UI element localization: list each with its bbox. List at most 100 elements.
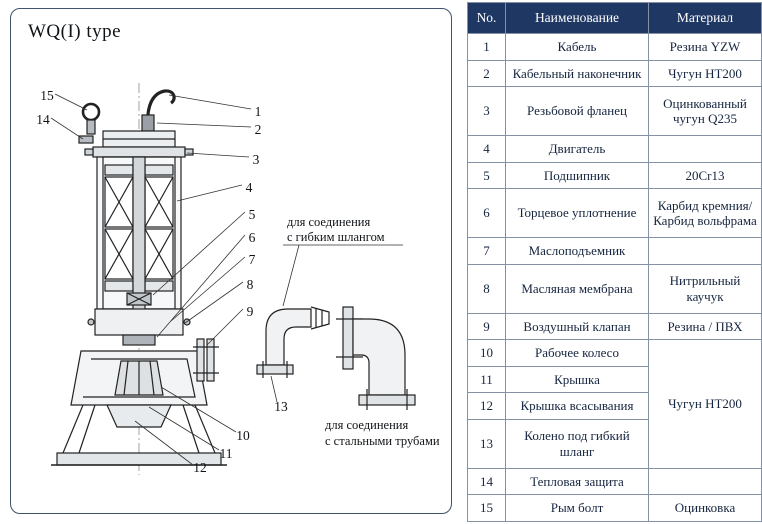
part-material: 20Cr13 <box>648 161 762 190</box>
table-row: 9 Воздушный клапан Резина / ПВХ <box>467 312 762 341</box>
table-row: 7 Маслоподъемник <box>467 237 762 265</box>
steel-note-line1: для соединения <box>325 418 408 432</box>
part-name: Подшипник <box>505 161 649 190</box>
part-name: Резьбовой фланец <box>505 86 649 137</box>
part-number: 15 <box>467 494 506 522</box>
callout-numbers: 15 14 1 2 3 4 5 6 7 8 9 10 11 12 13 <box>36 88 288 475</box>
header-material: Материал <box>648 2 762 34</box>
pump-technical-drawing: 15 14 1 2 3 4 5 6 7 8 9 10 11 12 13 для … <box>36 83 440 475</box>
mechanical-seal <box>122 334 156 346</box>
callout-4: 4 <box>246 180 253 195</box>
stator-windings <box>104 164 174 292</box>
part-name: Кабельный наконечник <box>505 59 649 88</box>
discharge-flange <box>193 338 219 382</box>
parts-table: No. Наименование Материал 1 Кабель Резин… <box>467 2 762 522</box>
callout-5: 5 <box>249 207 256 222</box>
eye-bolt-ring <box>81 102 101 122</box>
table-row: 11 Крышка <box>467 365 762 394</box>
callout-13: 13 <box>274 399 288 414</box>
part-material: Чугун HT200 <box>648 59 762 88</box>
table-row: 10 Рабочее колесо Чугун HT200 <box>467 339 762 469</box>
callout-14: 14 <box>36 112 50 127</box>
callout-3: 3 <box>253 152 260 167</box>
part-number: 9 <box>467 312 506 341</box>
part-name: Рым болт <box>505 494 649 522</box>
part-number: 11 <box>467 365 506 394</box>
table-row: 4 Двигатель <box>467 135 762 163</box>
part-number: 6 <box>467 188 506 239</box>
thermal-protector <box>78 135 94 144</box>
cable-gland <box>141 114 155 132</box>
part-name: Колено под гибкий шланг <box>505 418 649 469</box>
part-number: 3 <box>467 86 506 137</box>
threaded-flange <box>92 146 186 158</box>
steel-note-line2: с стальными трубами <box>325 434 440 448</box>
diagram-title: WQ(I) type <box>28 21 122 42</box>
part-name: Двигатель <box>505 135 649 163</box>
part-number: 7 <box>467 237 506 265</box>
part-material <box>648 467 762 496</box>
part-material <box>648 135 762 163</box>
hose-elbow <box>256 306 330 378</box>
pump-assembly <box>51 83 227 475</box>
table-row: 2 Кабельный наконечник Чугун HT200 <box>467 59 762 88</box>
part-material: Карбид кремния/ Карбид вольфрама <box>648 188 762 239</box>
callout-leaders <box>50 93 278 466</box>
table-row: 15 Рым болт Оцинковка <box>467 494 762 522</box>
callout-11: 11 <box>220 446 233 461</box>
callout-2: 2 <box>255 122 262 137</box>
part-number: 2 <box>467 59 506 88</box>
table-row: 14 Тепловая защита <box>467 467 762 496</box>
part-number: 4 <box>467 135 506 163</box>
callout-8: 8 <box>247 277 254 292</box>
table-row: 13 Колено под гибкий шланг <box>467 418 762 469</box>
part-number: 14 <box>467 467 506 496</box>
part-name: Крышка <box>505 365 649 394</box>
table-row: 12 Крышка всасывания <box>467 392 762 420</box>
pump-diagram-panel: WQ(I) type <box>10 8 452 514</box>
part-number: 12 <box>467 392 506 420</box>
part-name: Тепловая защита <box>505 467 649 496</box>
annotations: для соединения с гибким шлангом для соед… <box>282 215 440 448</box>
part-number: 5 <box>467 161 506 190</box>
part-number: 1 <box>467 33 506 61</box>
hose-note-line2: с гибким шлангом <box>287 230 385 244</box>
part-number: 8 <box>467 263 506 314</box>
table-row: 1 Кабель Резина YZW <box>467 33 762 61</box>
part-name: Масляная мембрана <box>505 263 649 314</box>
hose-note-line1: для соединения <box>287 215 370 229</box>
impeller <box>114 360 164 396</box>
part-name: Воздушный клапан <box>505 312 649 341</box>
callout-10: 10 <box>236 428 250 443</box>
table-row: 8 Масляная мембрана Нитрильный каучук <box>467 263 762 314</box>
callout-12: 12 <box>193 460 207 475</box>
table-row: 5 Подшипник 20Cr13 <box>467 161 762 190</box>
part-number: 10 <box>467 339 506 367</box>
callout-9: 9 <box>247 304 254 319</box>
table-header-row: No. Наименование Материал <box>467 2 762 34</box>
part-name: Торцевое уплотнение <box>505 188 649 239</box>
callout-1: 1 <box>255 104 262 119</box>
callout-7: 7 <box>249 252 256 267</box>
shaft <box>132 156 146 336</box>
part-number: 13 <box>467 418 506 469</box>
header-no: No. <box>467 2 506 34</box>
table-row: 6 Торцевое уплотнение Карбид кремния/ Ка… <box>467 188 762 239</box>
part-name: Крышка всасывания <box>505 392 649 420</box>
part-material <box>648 237 762 265</box>
part-name: Кабель <box>505 33 649 61</box>
steel-pipe-elbow <box>336 306 416 410</box>
oil-chamber <box>94 308 184 336</box>
table-row: 3 Резьбовой фланец Оцинкованный чугун Q2… <box>467 86 762 137</box>
power-cable <box>146 89 176 130</box>
part-material-merged: Чугун HT200 <box>648 339 762 469</box>
part-name: Маслоподъемник <box>505 237 649 265</box>
base-stand <box>51 404 227 466</box>
part-material: Оцинковка <box>648 494 762 522</box>
part-material: Резина YZW <box>648 33 762 61</box>
callout-15: 15 <box>40 88 54 103</box>
part-material: Оцинкованный чугун Q235 <box>648 86 762 137</box>
part-name: Рабочее колесо <box>505 339 649 367</box>
header-name: Наименование <box>505 2 649 34</box>
